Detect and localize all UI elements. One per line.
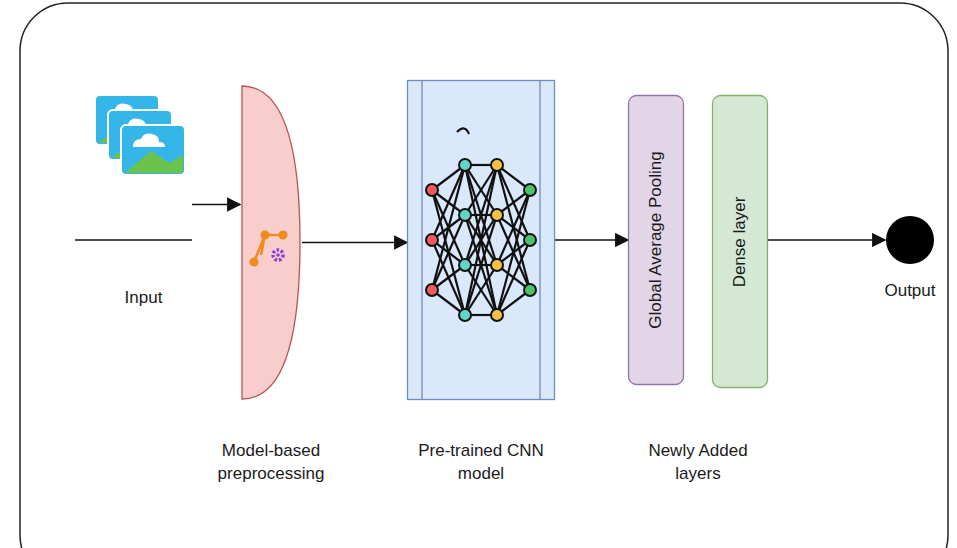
pre-node: Model-based preprocessing <box>240 85 302 400</box>
layer-name: Dense layer <box>729 196 752 287</box>
cnn-shape <box>407 80 555 400</box>
dense-box <box>713 96 768 388</box>
arrow-connector <box>302 242 407 244</box>
group-label: Newly Added layers <box>628 440 768 486</box>
input-shape <box>95 92 192 317</box>
node-caption: Model-based preprocessing <box>206 440 336 486</box>
node-caption: Output <box>865 280 955 303</box>
out-node: Output <box>885 215 935 265</box>
image-cloud <box>133 134 165 147</box>
output-dot <box>886 216 934 264</box>
out-shape <box>885 215 935 265</box>
image-icon <box>121 125 185 175</box>
node-caption: Pre-trained CNN model <box>416 440 546 486</box>
dense-node: Dense layer <box>712 95 768 388</box>
input-lead-line <box>75 239 192 241</box>
arrow-connector <box>768 239 885 241</box>
preprocessing-shape <box>242 86 300 399</box>
layer-name: Global Average Pooling <box>645 151 668 328</box>
pre-shape <box>240 85 302 400</box>
pooling-box <box>629 96 684 385</box>
image-hill <box>125 151 183 173</box>
image-card <box>121 125 185 175</box>
arrow-connector <box>192 204 240 206</box>
input-node: Input <box>95 92 192 317</box>
network-illustration <box>426 128 536 321</box>
cnn-box <box>408 81 555 400</box>
pipeline-icon <box>250 231 288 267</box>
node-caption: Input <box>99 287 189 310</box>
cnn-node: Pre-trained CNN model <box>407 80 555 400</box>
arrow-connector <box>555 239 628 241</box>
gap-node: Global Average Pooling <box>628 95 684 385</box>
outer-frame <box>20 3 948 548</box>
